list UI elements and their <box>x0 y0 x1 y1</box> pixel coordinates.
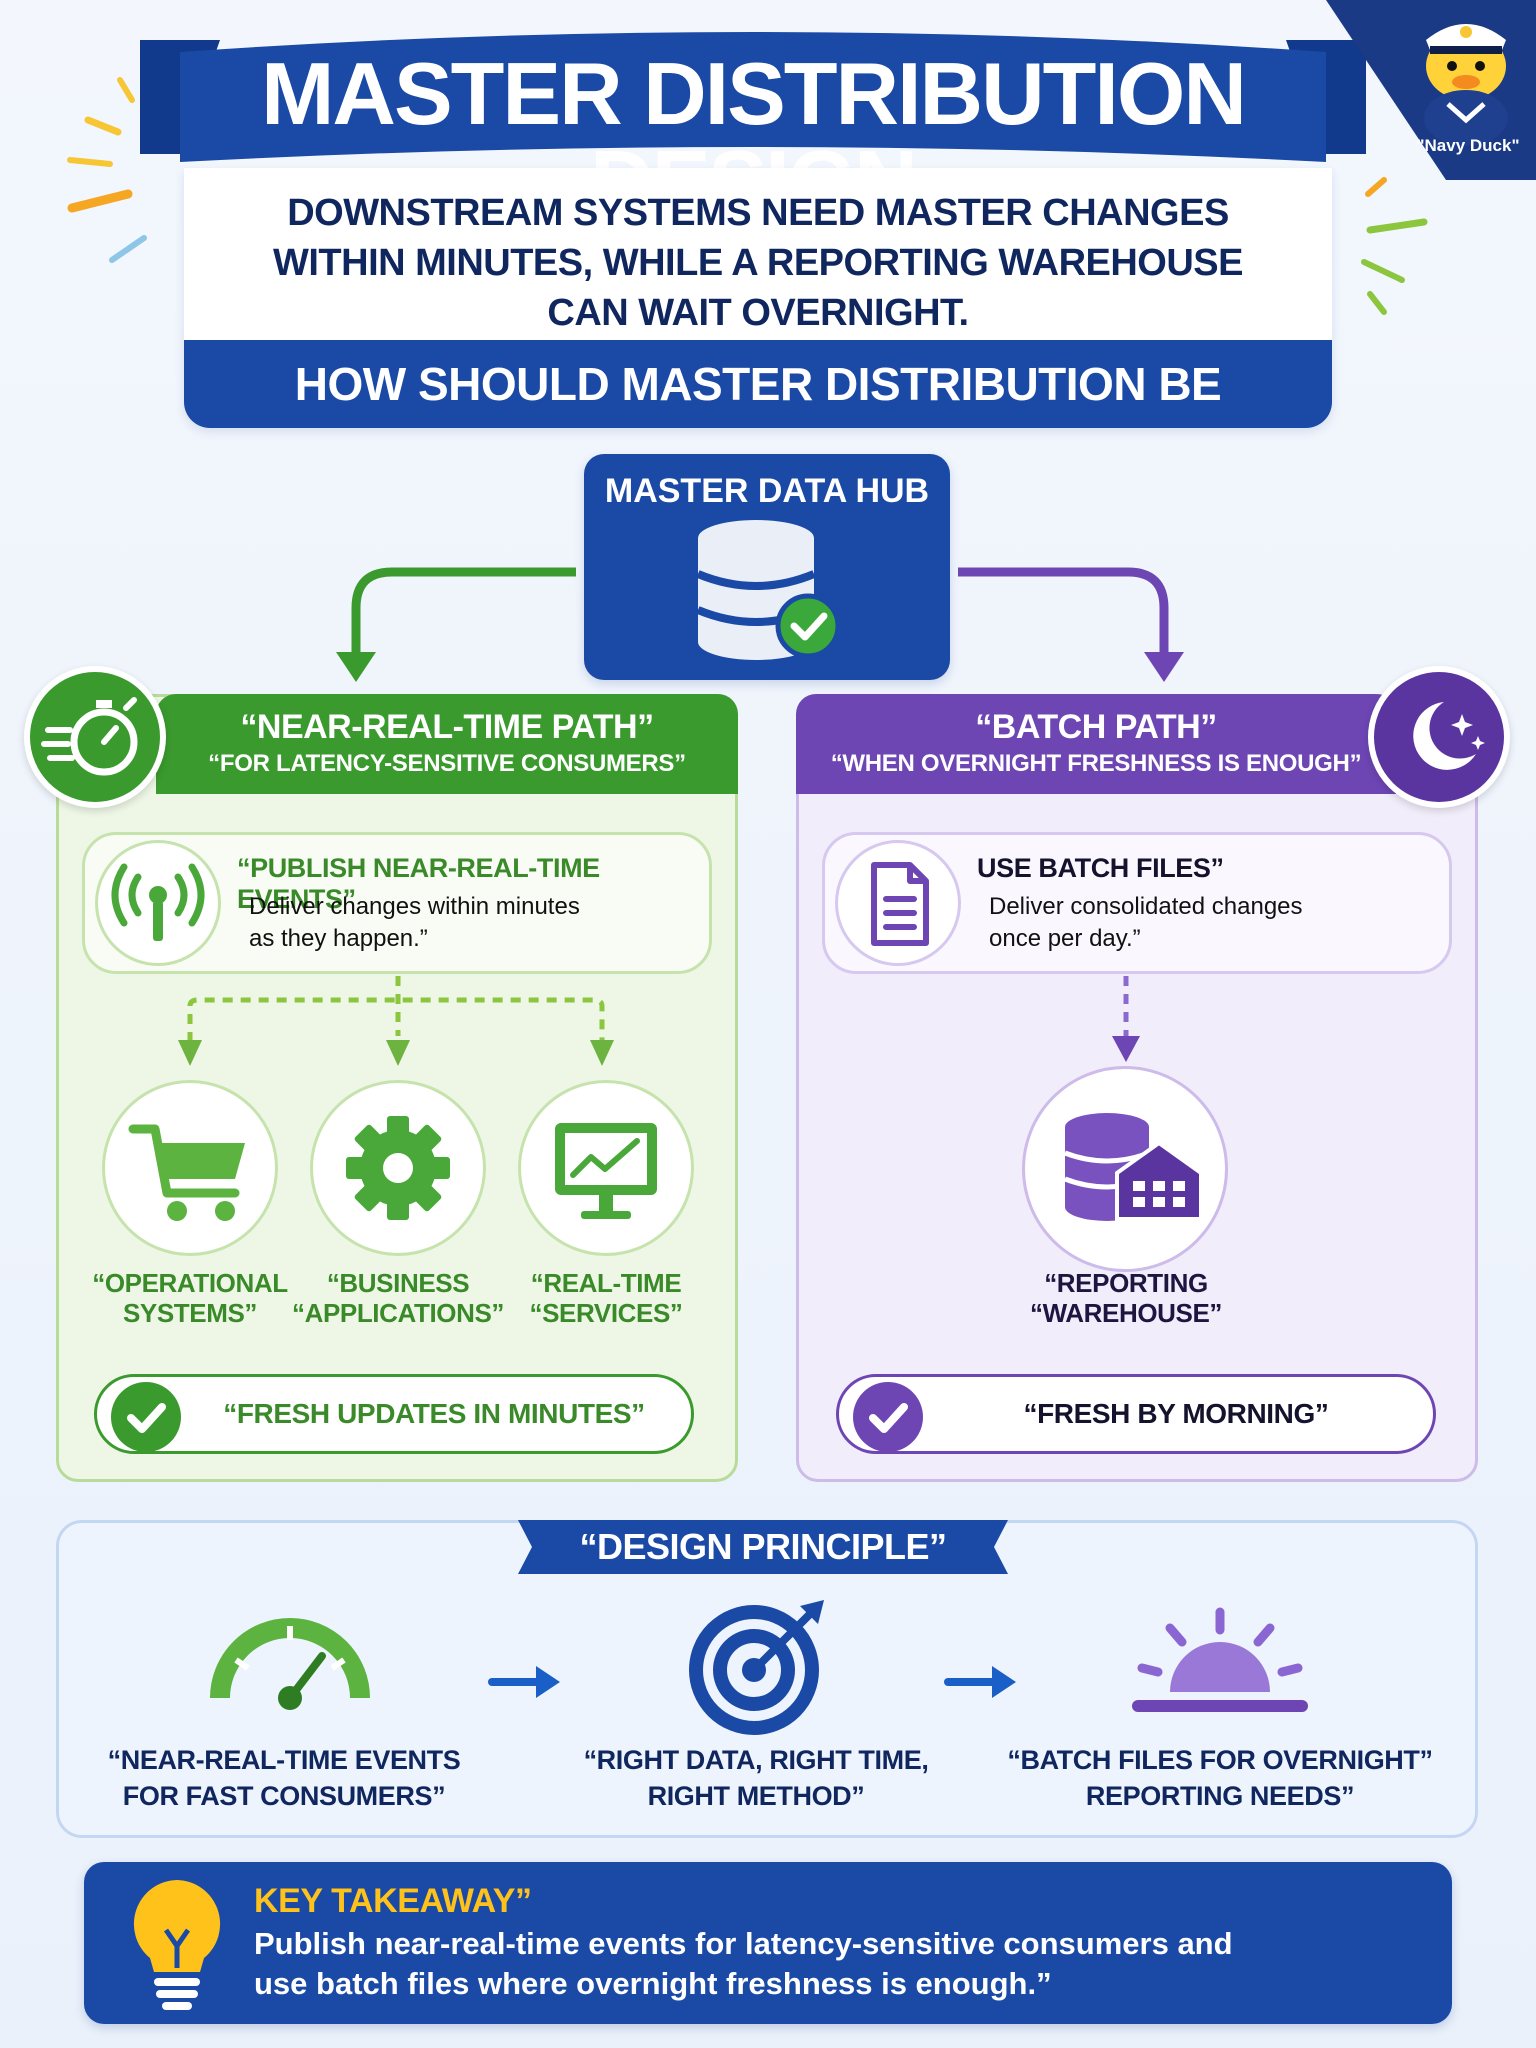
fresh-updates-text: “FRESH UPDATES IN MINUTES” <box>223 1398 645 1429</box>
monitor-chart-icon <box>555 1123 657 1219</box>
reporting-warehouse-label: “REPORTING “WAREHOUSE” <box>1016 1268 1236 1328</box>
batch-files-card-body: Deliver consolidated changes once per da… <box>989 891 1303 955</box>
sunrise-icon <box>1132 1607 1308 1712</box>
scenario-line: WITHIN MINUTES, WHILE A REPORTING WAREHO… <box>272 242 1244 284</box>
consumer-reporting-warehouse <box>1022 1066 1228 1272</box>
consumer-label-line: “APPLICATIONS” <box>291 1298 505 1328</box>
moon-stars-icon <box>1413 702 1485 770</box>
key-takeaway-box: KEY TAKEAWAY” Publish near-real-time eve… <box>84 1862 1452 2024</box>
publish-card-line: Deliver changes within minutes <box>249 893 580 920</box>
scenario-line: CAN WAIT OVERNIGHT. <box>547 292 969 334</box>
near-real-time-subtitle: “FOR LATENCY-SENSITIVE CONSUMERS” <box>208 750 686 777</box>
real-time-services-label: “REAL-TIME “SERVICES” <box>496 1268 716 1328</box>
check-icon <box>853 1382 923 1452</box>
publish-icon-circle <box>95 840 221 966</box>
batch-subtitle: “WHEN OVERNIGHT FRESHNESS IS ENOUGH” <box>830 750 1362 777</box>
batch-files-card-line: Deliver consolidated changes <box>989 893 1303 920</box>
hub-title: MASTER DATA HUB <box>604 472 930 510</box>
principle-label-batch: “BATCH FILES FOR OVERNIGHT” REPORTING NE… <box>1000 1742 1440 1814</box>
operational-systems-label: “OPERATIONAL SYSTEMS” <box>80 1268 300 1328</box>
near-real-time-title: “NEAR-REAL-TIME PATH” <box>240 708 654 746</box>
principle-label-right-method: “RIGHT DATA, RIGHT TIME, RIGHT METHOD” <box>536 1742 976 1814</box>
key-takeaway-body: Publish near-real-time events for latenc… <box>254 1924 1233 2004</box>
business-applications-label: “BUSINESS “APPLICATIONS” <box>288 1268 508 1328</box>
consumer-label-line: “BUSINESS <box>326 1268 470 1298</box>
near-real-time-badge <box>24 666 166 808</box>
consumer-label-line: SYSTEMS” <box>122 1298 258 1328</box>
principle-label-line: FOR FAST CONSUMERS” <box>122 1781 446 1811</box>
stopwatch-fast-icon <box>41 697 138 776</box>
key-takeaway-line: Publish near-real-time events for latenc… <box>254 1926 1233 1961</box>
key-takeaway-line: use batch files where overnight freshnes… <box>254 1966 1052 2001</box>
lightbulb-icon <box>133 1880 221 2010</box>
consumer-operational-systems <box>102 1080 278 1256</box>
question-banner: HOW SHOULD MASTER DISTRIBUTION BE DESIGN… <box>184 340 1332 428</box>
consumer-business-applications <box>310 1080 486 1256</box>
batch-files-icon-circle <box>835 840 961 966</box>
batch-files-card-title: USE BATCH FILES” <box>977 853 1224 883</box>
arrow-right-icon <box>944 1666 1016 1698</box>
batch-header: “BATCH PATH” “WHEN OVERNIGHT FRESHNESS I… <box>796 694 1396 794</box>
fresh-by-morning-text: “FRESH BY MORNING” <box>1023 1398 1329 1429</box>
consumer-label-line: “SERVICES” <box>529 1298 683 1328</box>
batch-title: “BATCH PATH” <box>975 708 1217 746</box>
hub-connectors <box>336 567 1184 682</box>
broadcast-antenna-icon <box>111 863 205 941</box>
scenario-line: DOWNSTREAM SYSTEMS NEED MASTER CHANGES <box>287 192 1229 234</box>
mascot-label: "Navy Duck" <box>1416 136 1520 155</box>
consumer-label-line: “WAREHOUSE” <box>1029 1298 1223 1328</box>
database-warehouse-icon <box>1064 1113 1203 1221</box>
principle-label-line: “NEAR-REAL-TIME EVENTS <box>107 1745 461 1775</box>
scenario-text: DOWNSTREAM SYSTEMS NEED MASTER CHANGES W… <box>184 188 1332 338</box>
duck-sailor-icon <box>1326 0 1536 180</box>
shopping-cart-icon <box>128 1124 245 1221</box>
document-icon <box>871 862 929 946</box>
title-ribbon <box>140 32 1366 162</box>
near-real-time-header: “NEAR-REAL-TIME PATH” “FOR LATENCY-SENSI… <box>156 694 738 794</box>
question-card: DOWNSTREAM SYSTEMS NEED MASTER CHANGES W… <box>184 168 1332 428</box>
batch-files-card-line: once per day.” <box>989 925 1141 952</box>
publish-card-title: “PUBLISH NEAR-REAL-TIME EVENTS” <box>237 853 600 914</box>
decorative-sparks-right <box>1361 177 1428 315</box>
check-icon <box>111 1382 181 1452</box>
publish-card-line: as they happen.” <box>249 925 428 952</box>
gear-icon <box>346 1116 450 1220</box>
fresh-updates-pill: “FRESH UPDATES IN MINUTES” <box>94 1374 694 1454</box>
database-check-icon <box>696 520 841 660</box>
batch-connector <box>1112 976 1140 1062</box>
principle-label-line: REPORTING NEEDS” <box>1085 1781 1355 1811</box>
decorative-sparks-left <box>67 77 147 263</box>
consumer-label-line: “REPORTING <box>1044 1268 1208 1298</box>
design-principle-title: “DESIGN PRINCIPLE” <box>579 1526 947 1567</box>
fanout-connectors <box>178 976 614 1066</box>
target-icon <box>689 1600 824 1735</box>
design-principle-ribbon <box>518 1520 1008 1574</box>
consumer-real-time-services <box>518 1080 694 1256</box>
principle-label-line: “RIGHT DATA, RIGHT TIME, <box>583 1745 929 1775</box>
master-data-hub: MASTER DATA HUB <box>584 454 950 680</box>
fresh-by-morning-pill: “FRESH BY MORNING” <box>836 1374 1436 1454</box>
principle-label-line: “BATCH FILES FOR OVERNIGHT” <box>1007 1745 1433 1775</box>
principle-label-line: RIGHT METHOD” <box>647 1781 865 1811</box>
consumer-label-line: “OPERATIONAL <box>92 1268 288 1298</box>
consumer-label-line: “REAL-TIME <box>530 1268 682 1298</box>
publish-events-card: “PUBLISH NEAR-REAL-TIME EVENTS” Deliver … <box>82 832 712 974</box>
publish-card-body: Deliver changes within minutes as they h… <box>249 891 580 955</box>
speedometer-icon <box>210 1618 370 1710</box>
principle-label-fast: “NEAR-REAL-TIME EVENTS FOR FAST CONSUMER… <box>64 1742 504 1814</box>
batch-files-card: USE BATCH FILES” Deliver consolidated ch… <box>822 832 1452 974</box>
key-takeaway-title: KEY TAKEAWAY” <box>254 1882 532 1920</box>
batch-badge <box>1368 666 1510 808</box>
arrow-right-icon <box>488 1666 560 1698</box>
